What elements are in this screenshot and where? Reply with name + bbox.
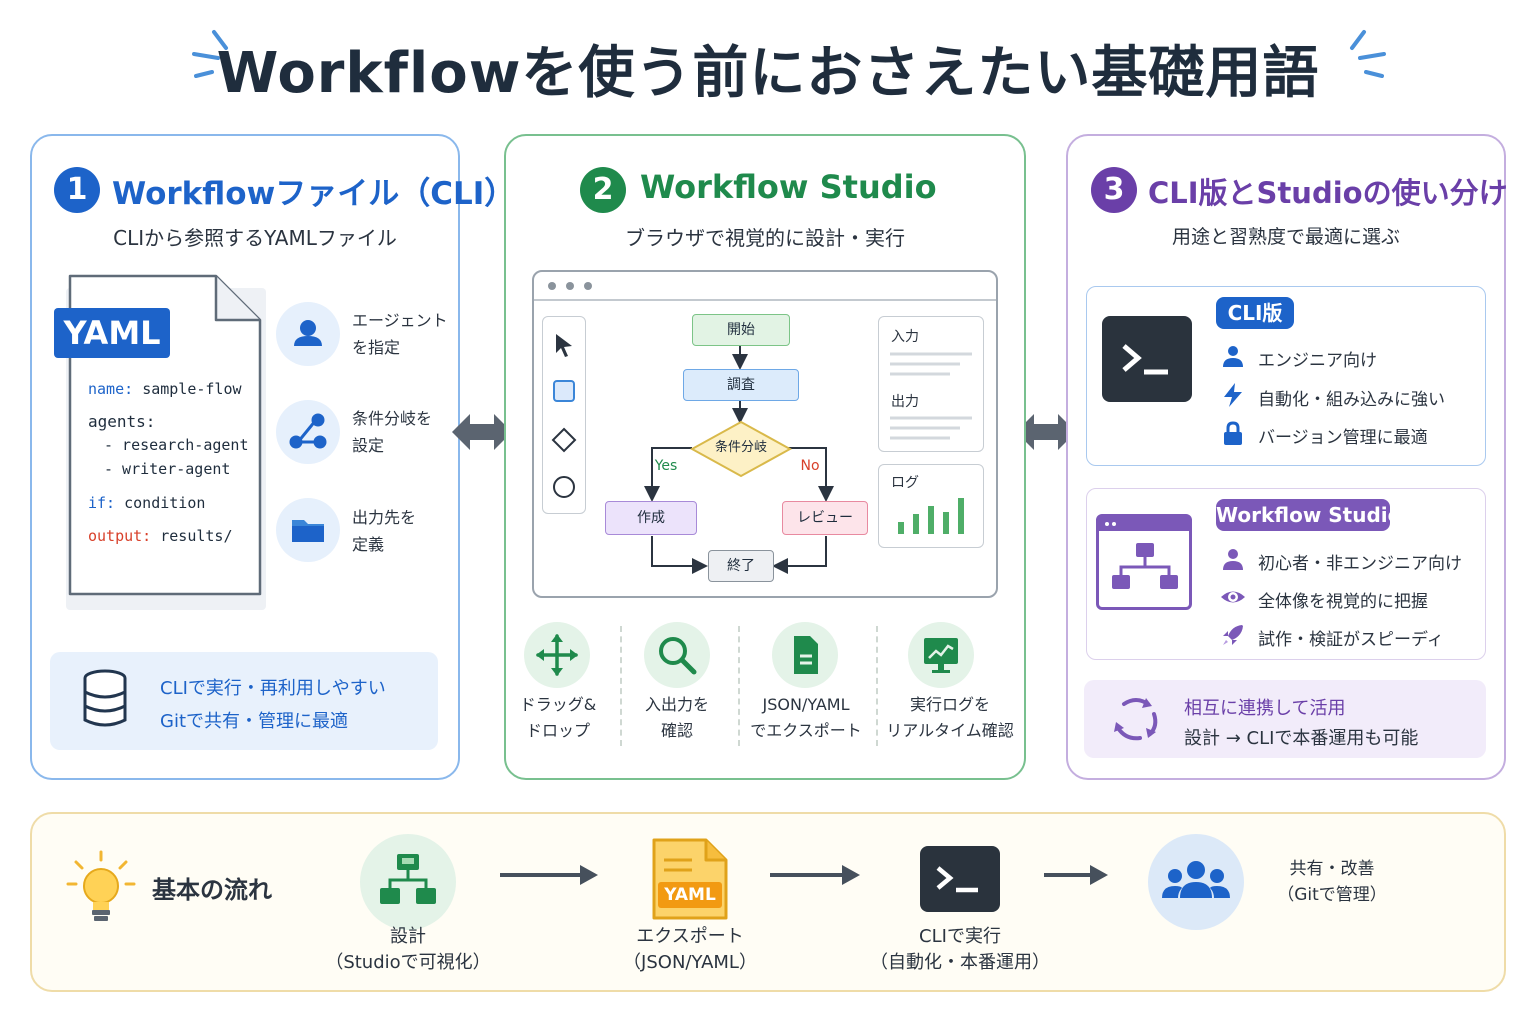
- panel3-subtitle: 用途と習熟度で最適に選ぶ: [1171, 226, 1400, 248]
- node-branch: 条件分岐: [714, 440, 767, 455]
- monitor-chart-icon: [908, 622, 974, 688]
- node-end[interactable]: 終了: [708, 550, 774, 582]
- node-start[interactable]: 開始: [692, 314, 790, 346]
- code-line-agent2: - writer-agent: [104, 460, 231, 478]
- page-title: Workflowを使う前におさえたい基礎用語: [216, 41, 1320, 106]
- flow-step-design: 設計（Studioで可視化）: [325, 926, 491, 973]
- label-no: No: [800, 458, 820, 474]
- panel2-title: Workflow Studio: [640, 168, 937, 206]
- terminal-icon: [1102, 316, 1192, 402]
- tool-log-label: 実行ログをリアルタイム確認: [886, 695, 1014, 740]
- tool-divider: [620, 626, 622, 746]
- node-review[interactable]: レビュー: [782, 501, 868, 535]
- cli-item-1: エンジニア向け: [1258, 351, 1377, 371]
- log-label: ログ: [891, 475, 919, 491]
- cli-item-2: 自動化・組み込みに強い: [1258, 390, 1445, 410]
- terminal-icon: [920, 846, 1000, 912]
- cursor-icon[interactable]: [552, 332, 576, 358]
- studio-diagram-icon: [1096, 514, 1192, 610]
- node-research[interactable]: 調査: [683, 369, 799, 401]
- move-icon: [524, 622, 590, 688]
- flow-step-share: 共有・改善（Gitで管理）: [1277, 859, 1387, 905]
- rocket-icon: [1223, 625, 1243, 645]
- panel3-info-line2: 設計 → CLIで本番運用も可能: [1184, 728, 1419, 749]
- diamond-shape-icon[interactable]: [550, 426, 578, 454]
- tool-drag-label: ドラッグ&ドロップ: [519, 695, 597, 740]
- person-icon: [1223, 346, 1243, 367]
- yaml-file-badge: YAML: [664, 885, 716, 905]
- io-lines: [890, 352, 972, 440]
- panel3-number: 3: [1091, 167, 1137, 213]
- code-line-agent1: - research-agent: [104, 436, 249, 454]
- flow-arrow: [1044, 865, 1108, 885]
- team-icon: [1148, 834, 1244, 930]
- window-titlebar: [534, 282, 996, 301]
- studio-badge: Workflow Studio: [1216, 499, 1401, 531]
- cli-item-3: バージョン管理に最適: [1258, 428, 1428, 448]
- square-shape-icon[interactable]: [552, 379, 576, 403]
- panel1-info-line1: CLIで実行・再利用しやすい: [160, 678, 386, 699]
- code-line-if: if: condition: [88, 494, 206, 512]
- panel3-info-line1: 相互に連携して活用: [1184, 698, 1346, 719]
- double-arrow-icon: [1016, 414, 1076, 450]
- code-line-name: name: sample-flow: [88, 380, 242, 398]
- flow-step-run: CLIで実行（自動化・本番運用）: [870, 926, 1050, 973]
- flow-arrow: [500, 865, 598, 885]
- output-label: 出力: [891, 394, 919, 410]
- panel1-number: 1: [54, 167, 100, 213]
- tool-io-label: 入出力を確認: [644, 695, 709, 740]
- panel1-info-line2: Gitで共有・管理に最適: [160, 711, 349, 732]
- panel2-number: 2: [580, 167, 626, 213]
- database-icon: [83, 669, 127, 727]
- branch-icon: [276, 400, 340, 464]
- panel1-subtitle: CLIから参照するYAMLファイル: [113, 226, 397, 250]
- node-create[interactable]: 作成: [605, 501, 697, 535]
- lightbulb-icon: [66, 850, 136, 921]
- tool-divider: [738, 626, 740, 746]
- magnifier-icon: [644, 622, 710, 688]
- node-branch-shape[interactable]: [690, 420, 792, 478]
- eye-icon: [1221, 591, 1245, 603]
- circle-shape-icon[interactable]: [551, 474, 577, 500]
- studio-item-1: 初心者・非エンジニア向け: [1258, 554, 1462, 574]
- folder-icon: [276, 498, 340, 562]
- panel1-title: Workflowファイル（CLI）: [112, 176, 516, 212]
- panel3-title: CLI版とStudioの使い分け: [1148, 176, 1508, 210]
- flow-step-export: エクスポート（JSON/YAML）: [623, 926, 757, 973]
- document-icon: [772, 622, 838, 688]
- double-arrow-icon: [452, 414, 512, 450]
- diagram-icon: [360, 834, 456, 930]
- code-line-agents: agents:: [88, 412, 156, 431]
- code-line-output: output: results/: [88, 527, 233, 545]
- sparkle-left-icon: [192, 30, 228, 78]
- sparkle-right-icon: [1350, 30, 1386, 78]
- label-yes: Yes: [654, 458, 678, 474]
- cycle-icon: [1114, 698, 1158, 741]
- lightning-icon: [1224, 383, 1242, 407]
- cli-badge: CLI版: [1216, 297, 1294, 329]
- basic-flow-panel: [30, 812, 1506, 992]
- flow-connectors: [644, 346, 834, 574]
- feature-branch-text: 条件分岐を設定: [352, 409, 433, 455]
- lock-icon: [1224, 421, 1242, 445]
- studio-item-2: 全体像を視覚的に把握: [1258, 592, 1428, 612]
- input-label: 入力: [891, 329, 919, 345]
- feature-agent-text: エージェントを指定: [352, 311, 448, 357]
- flow-title: 基本の流れ: [152, 876, 272, 904]
- panel2-subtitle: ブラウザで視覚的に設計・実行: [625, 226, 905, 250]
- tool-divider: [876, 626, 878, 746]
- panel3-info-box: [1084, 680, 1486, 758]
- person-icon: [1223, 549, 1243, 570]
- yaml-file-icon: [652, 838, 728, 920]
- yaml-tag: YAML: [54, 308, 170, 358]
- log-bar-chart-icon: [898, 498, 964, 534]
- studio-item-3: 試作・検証がスピーディ: [1258, 630, 1444, 650]
- person-icon: [276, 302, 340, 366]
- flow-arrow: [770, 865, 860, 885]
- feature-output-text: 出力先を定義: [352, 508, 417, 554]
